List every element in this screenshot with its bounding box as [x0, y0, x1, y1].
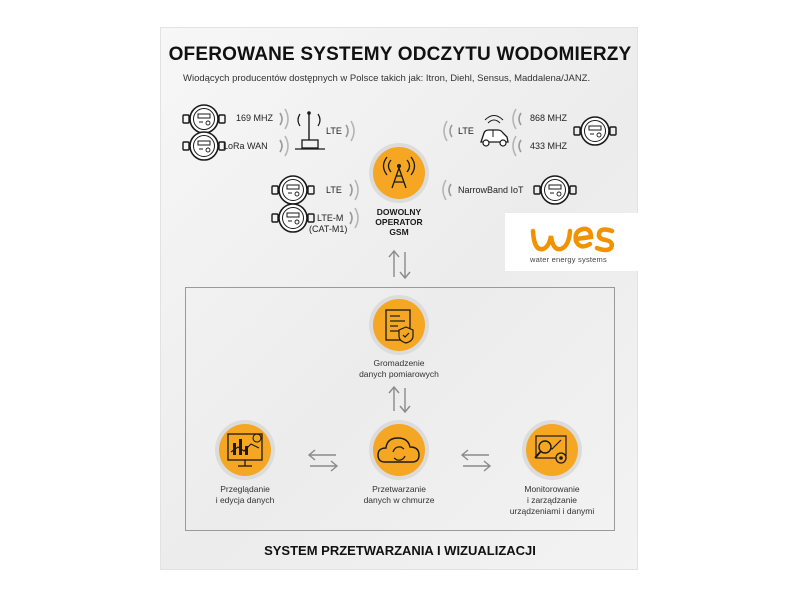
browse-line2: i edycja danych: [215, 495, 275, 505]
gather-label: Gromadzenie danych pomiarowych: [339, 358, 459, 380]
cloud-line2: danych w chmurze: [363, 495, 435, 505]
processing-system-frame: [185, 287, 615, 531]
label-868mhz: 868 MHZ: [530, 113, 568, 123]
label-catm1: (CAT-M1): [309, 224, 348, 234]
cloud-line1: Przetwarzanie: [372, 484, 426, 494]
gather-line1: Gromadzenie: [373, 358, 425, 368]
monitor-line3: urządzeniami i danymi: [509, 506, 595, 516]
browse-line1: Przeglądanie: [220, 484, 270, 494]
page-title: OFEROWANE SYSTEMY ODCZYTU WODOMIERZY: [168, 44, 632, 65]
cloud-label: Przetwarzanie danych w chmurze: [339, 484, 459, 506]
label-169mhz: 169 MHZ: [236, 113, 274, 123]
logo-tagline: water energy systems: [530, 255, 607, 264]
operator-line2: OPERATOR: [375, 217, 423, 227]
label-lte-tower: LTE: [326, 126, 342, 136]
label-lte-car: LTE: [458, 126, 474, 136]
gather-line2: danych pomiarowych: [359, 369, 439, 379]
label-lorawan: LoRa WAN: [223, 141, 268, 151]
footer-title: SYSTEM PRZETWARZANIA I WIZUALIZACJI: [264, 543, 536, 558]
label-nbiot: NarrowBand IoT: [458, 185, 524, 195]
page-subtitle: Wiodących producentów dostępnych w Polsc…: [183, 73, 591, 84]
wes-logo: [505, 213, 638, 271]
operator-line3: GSM: [389, 227, 409, 237]
operator-line1: DOWOLNY: [376, 207, 422, 217]
label-ltem: LTE-M: [317, 213, 344, 223]
monitor-line2: i zarządzanie: [526, 495, 578, 505]
monitor-line1: Monitorowanie: [524, 484, 580, 494]
label-lte-meter: LTE: [326, 185, 342, 195]
monitor-label: Monitorowanie i zarządzanie urządzeniami…: [492, 484, 612, 517]
operator-label: DOWOLNY OPERATOR GSM: [359, 207, 439, 237]
label-433mhz: 433 MHZ: [530, 141, 568, 151]
browse-label: Przeglądanie i edycja danych: [185, 484, 305, 506]
